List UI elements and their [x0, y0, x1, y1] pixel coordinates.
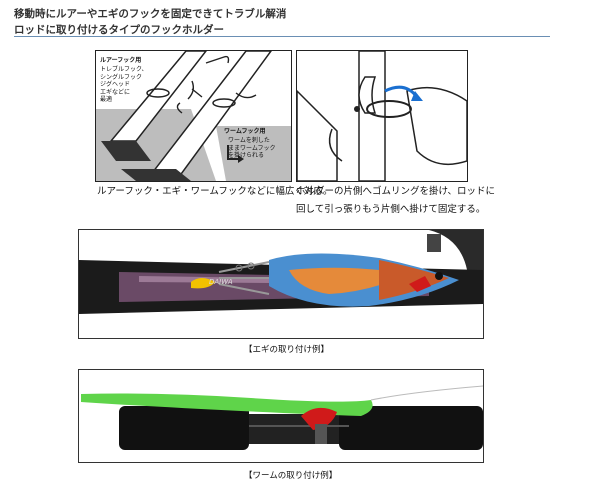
heading-divider: [14, 36, 550, 37]
diagram-right-caption-2: 回して引っ張りもう片側へ掛けて固定する。: [296, 204, 486, 215]
egi-on-rod-image: [79, 230, 483, 314]
lure-note-title: ルアーフック用: [100, 57, 142, 64]
worm-on-rod-image: [81, 385, 483, 450]
diagram-attachment: [296, 50, 468, 182]
diagram-hook-types: ルアーフック用 トレブルフック、 シングルフック ジグヘッド エギなどに 最適 …: [95, 50, 292, 182]
photo-egi-caption: 【エギの取り付け例】: [244, 345, 330, 355]
photo-worm-example: [78, 369, 484, 463]
heading-line-1: 移動時にルアーやエギのフックを固定できてトラブル解消: [14, 8, 287, 20]
lure-note-body: トレブルフック、 シングルフック ジグヘッド エギなどに 最適: [100, 66, 148, 103]
worm-note-title: ワームフック用: [224, 128, 266, 135]
hook-holder-illustration: [96, 51, 291, 181]
diagram-right-caption-1: ホルダーの片側へゴムリングを掛け、ロッドに: [296, 186, 496, 197]
heading-line-2: ロッドに取り付けるタイプのフックホルダー: [14, 24, 224, 36]
diagram-left-caption: ルアーフック・エギ・ワームフックなどに幅広く対応。: [97, 186, 333, 197]
photo-worm-caption: 【ワームの取り付け例】: [244, 471, 338, 481]
rubber-ring-illustration: [297, 51, 467, 181]
photo-egi-example: DAIWA: [78, 229, 484, 339]
rod-brand-text: DAIWA: [209, 278, 233, 286]
worm-note-body: ワームを刺した ままワームフック を掛けられる: [228, 137, 276, 159]
